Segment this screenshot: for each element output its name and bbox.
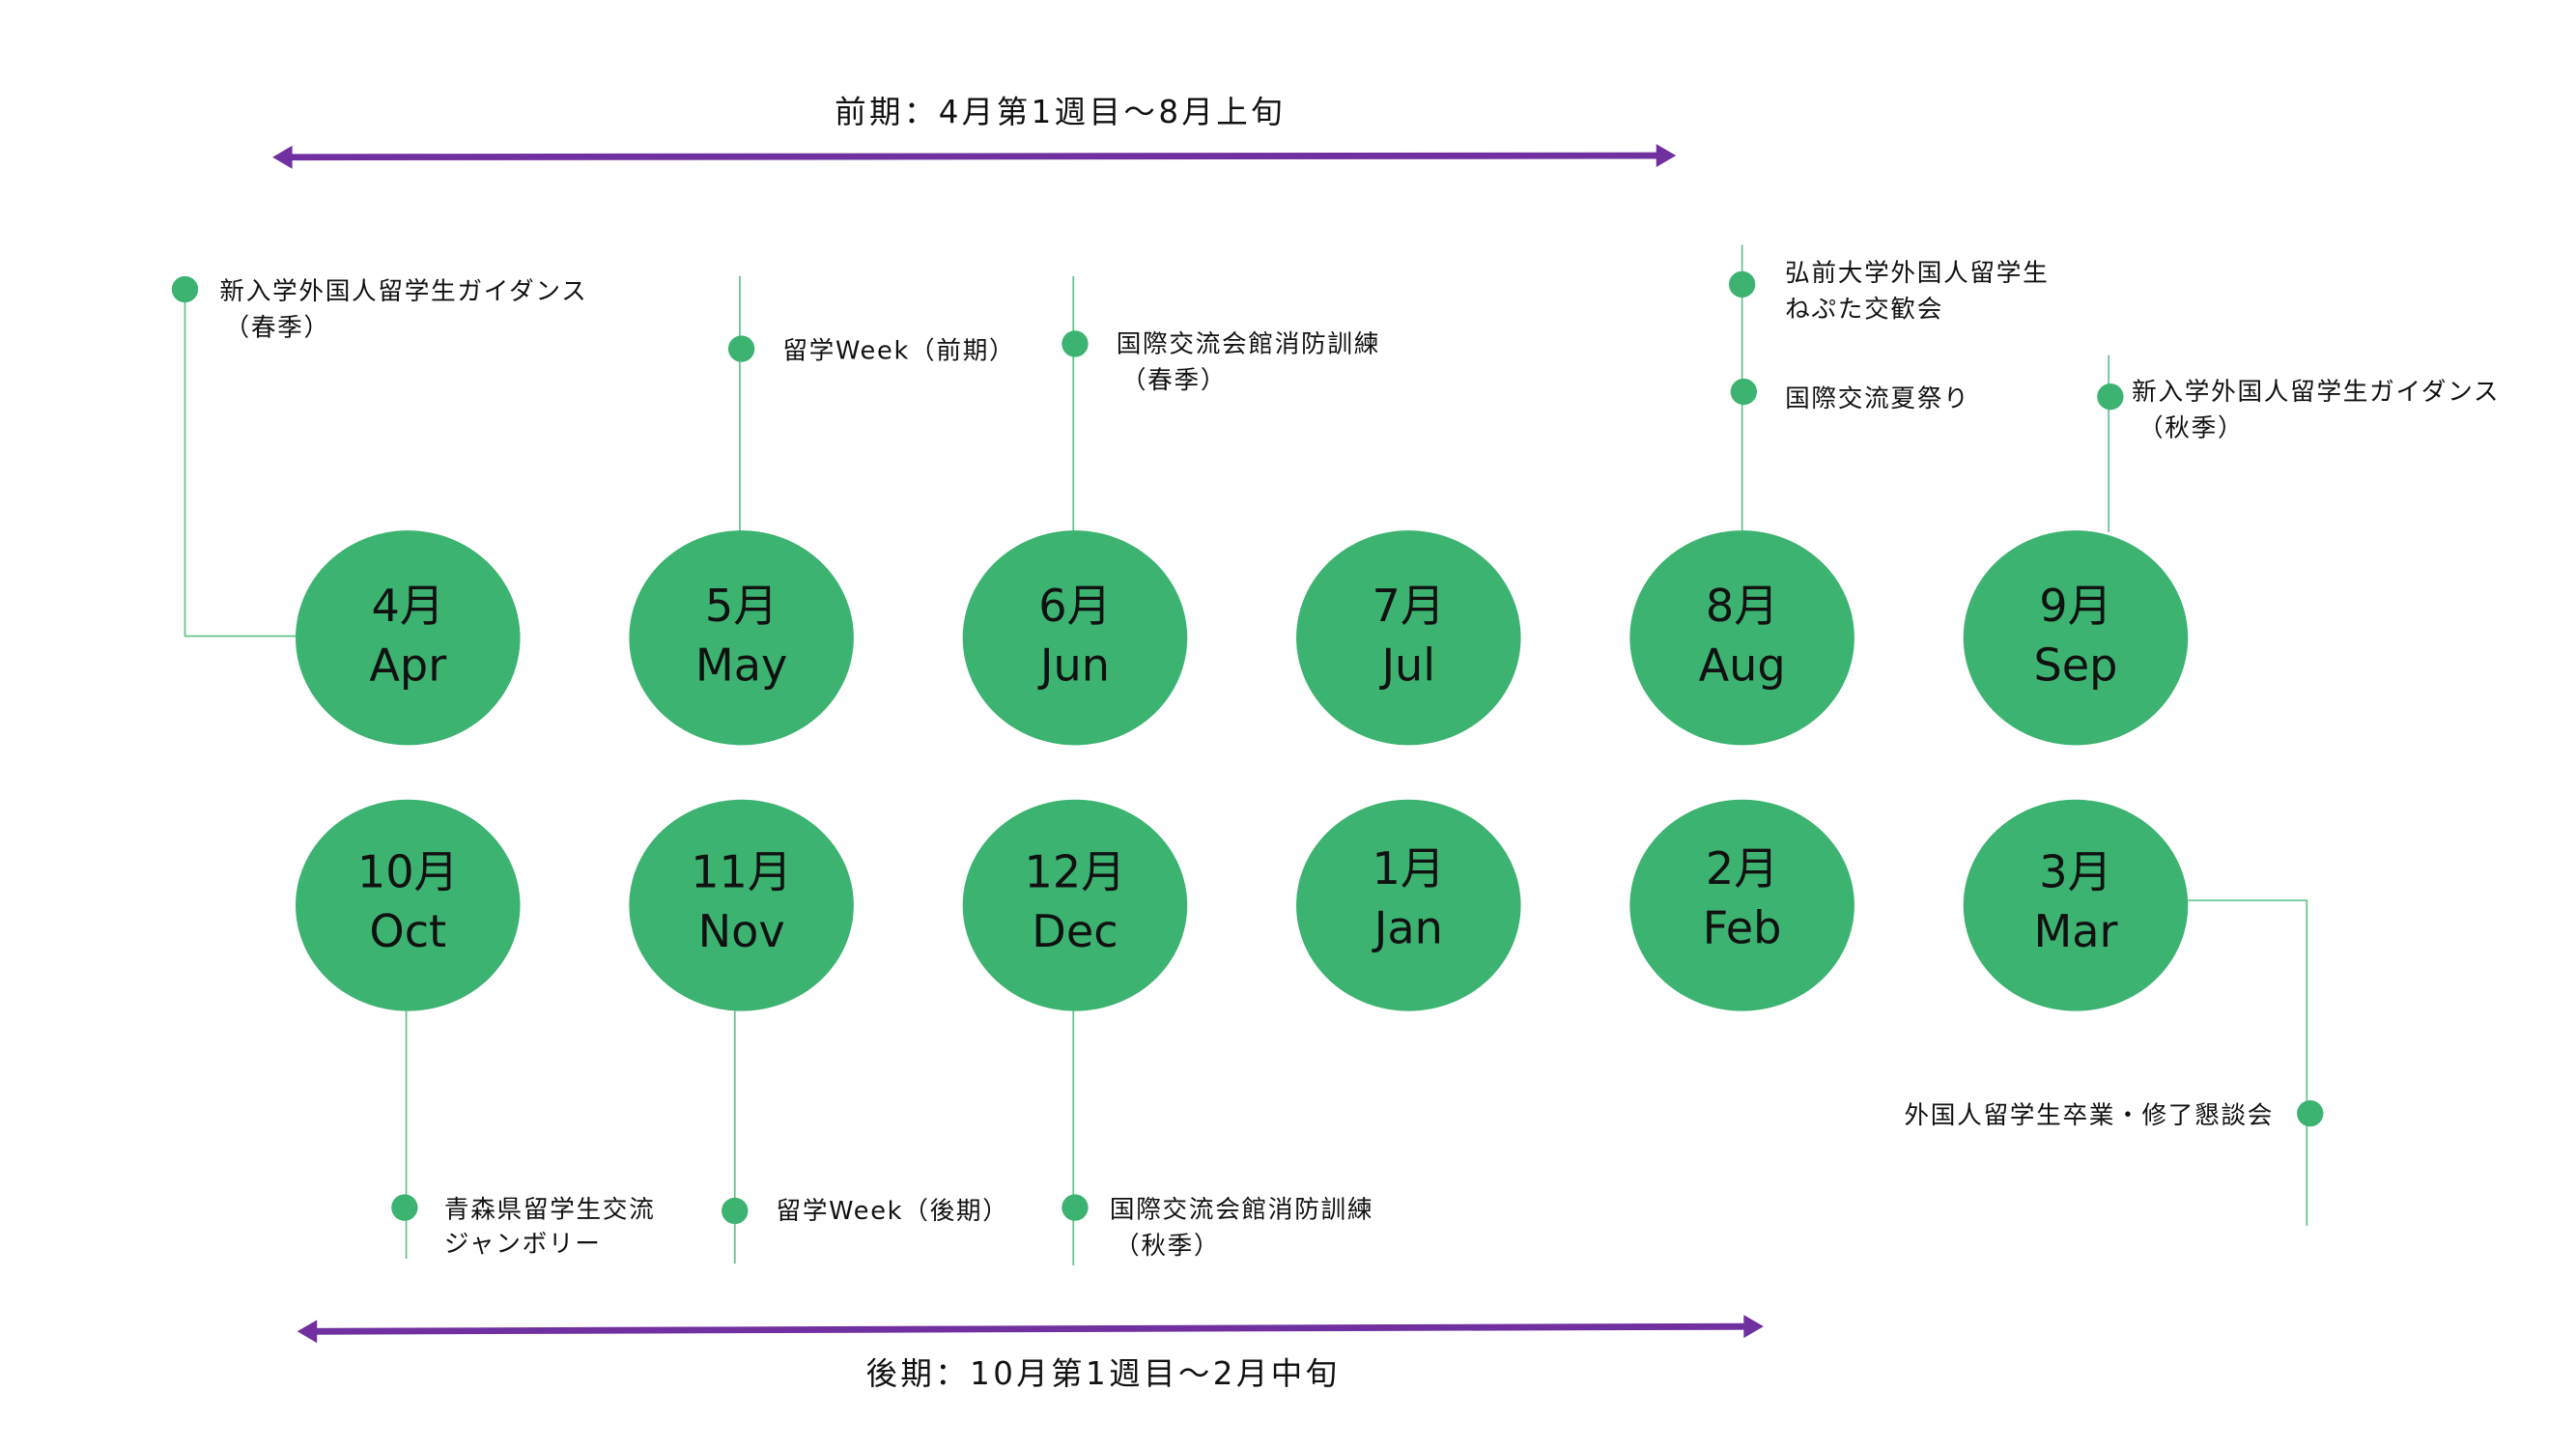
- month-mar: 3月 Mar: [1963, 799, 2189, 1011]
- event-jun-fire-drill: 国際交流会館消防訓練 （春季）: [1062, 329, 1380, 395]
- event-mar-graduation: 外国人留学生卒業・修了懇談会: [1904, 1099, 2324, 1130]
- month-aug: 8月 Aug: [1629, 530, 1854, 746]
- month-jul: 7月 Jul: [1296, 530, 1521, 746]
- svg-text:国際交流会館消防訓練: 国際交流会館消防訓練: [1110, 1195, 1373, 1224]
- svg-text:Jul: Jul: [1378, 639, 1435, 692]
- svg-text:12月: 12月: [1025, 845, 1126, 897]
- month-dec: 12月 Dec: [962, 799, 1188, 1011]
- svg-text:Oct: Oct: [369, 905, 446, 957]
- svg-text:Sep: Sep: [2034, 639, 2118, 692]
- svg-text:外国人留学生卒業・修了懇談会: 外国人留学生卒業・修了懇談会: [1904, 1101, 2274, 1130]
- first-semester-arrow: [272, 144, 1677, 169]
- svg-text:Feb: Feb: [1703, 902, 1782, 954]
- event-nov-week: 留学Week（後期）: [722, 1197, 1009, 1226]
- month-nov: 11月 Nov: [629, 799, 854, 1011]
- svg-text:ジャンボリー: ジャンボリー: [444, 1230, 602, 1259]
- svg-text:10月: 10月: [357, 845, 459, 897]
- month-jan: 1月 Jan: [1296, 799, 1521, 1011]
- svg-text:9月: 9月: [2039, 580, 2112, 632]
- svg-text:留学Week（後期）: 留学Week（後期）: [777, 1197, 1009, 1226]
- month-may: 5月 May: [629, 530, 854, 746]
- svg-text:弘前大学外国人留学生: 弘前大学外国人留学生: [1785, 259, 2049, 288]
- month-oct: 10月 Oct: [296, 799, 521, 1011]
- second-semester-arrow: [297, 1315, 1764, 1344]
- svg-text:国際交流会館消防訓練: 国際交流会館消防訓練: [1117, 329, 1380, 358]
- svg-text:Aug: Aug: [1699, 639, 1786, 692]
- event-dec-fire-drill: 国際交流会館消防訓練 （秋季）: [1062, 1194, 1373, 1261]
- svg-text:留学Week（前期）: 留学Week（前期）: [782, 336, 1015, 365]
- event-sep-guidance: 新入学外国人留学生ガイダンス （秋季）: [2097, 378, 2500, 443]
- month-jun: 6月 Jun: [962, 530, 1188, 746]
- month-feb: 2月 Feb: [1629, 799, 1854, 1011]
- svg-text:Jan: Jan: [1372, 902, 1443, 954]
- svg-text:新入学外国人留学生ガイダンス: 新入学外国人留学生ガイダンス: [2132, 378, 2500, 407]
- svg-text:国際交流夏祭り: 国際交流夏祭り: [1785, 384, 1969, 413]
- month-sep: 9月 Sep: [1963, 530, 2189, 746]
- svg-text:新入学外国人留学生ガイダンス: 新入学外国人留学生ガイダンス: [219, 277, 587, 306]
- svg-text:3月: 3月: [2039, 845, 2112, 897]
- second-semester-label: 後期：10月第1週目～2月中旬: [865, 1355, 1340, 1392]
- svg-text:7月: 7月: [1373, 580, 1446, 632]
- svg-text:Jun: Jun: [1037, 639, 1110, 692]
- svg-text:8月: 8月: [1706, 580, 1779, 632]
- svg-text:（秋季）: （秋季）: [2138, 414, 2244, 443]
- svg-text:Nov: Nov: [698, 905, 785, 957]
- svg-text:（春季）: （春季）: [225, 313, 330, 342]
- svg-text:4月: 4月: [372, 580, 445, 632]
- svg-text:5月: 5月: [705, 580, 778, 632]
- svg-text:青森県留学生交流: 青森県留学生交流: [444, 1195, 656, 1224]
- event-aug-summer-festival: 国際交流夏祭り: [1730, 378, 1969, 413]
- month-apr: 4月 Apr: [296, 530, 521, 746]
- first-semester-label: 前期：4月第1週目～8月上旬: [835, 94, 1286, 130]
- svg-text:11月: 11月: [691, 845, 792, 897]
- svg-text:（春季）: （春季）: [1121, 366, 1227, 395]
- svg-text:1月: 1月: [1373, 842, 1446, 895]
- event-apr-guidance: 新入学外国人留学生ガイダンス （春季）: [171, 275, 587, 342]
- event-may-week: 留学Week（前期）: [727, 335, 1015, 365]
- svg-text:Mar: Mar: [2033, 905, 2117, 957]
- svg-text:ねぷた交歓会: ねぷた交歓会: [1785, 296, 1943, 325]
- svg-text:（秋季）: （秋季）: [1115, 1232, 1220, 1261]
- svg-text:May: May: [695, 639, 787, 692]
- svg-text:Dec: Dec: [1032, 905, 1118, 957]
- svg-text:Apr: Apr: [369, 639, 446, 692]
- svg-text:2月: 2月: [1706, 842, 1779, 895]
- svg-text:6月: 6月: [1038, 580, 1112, 632]
